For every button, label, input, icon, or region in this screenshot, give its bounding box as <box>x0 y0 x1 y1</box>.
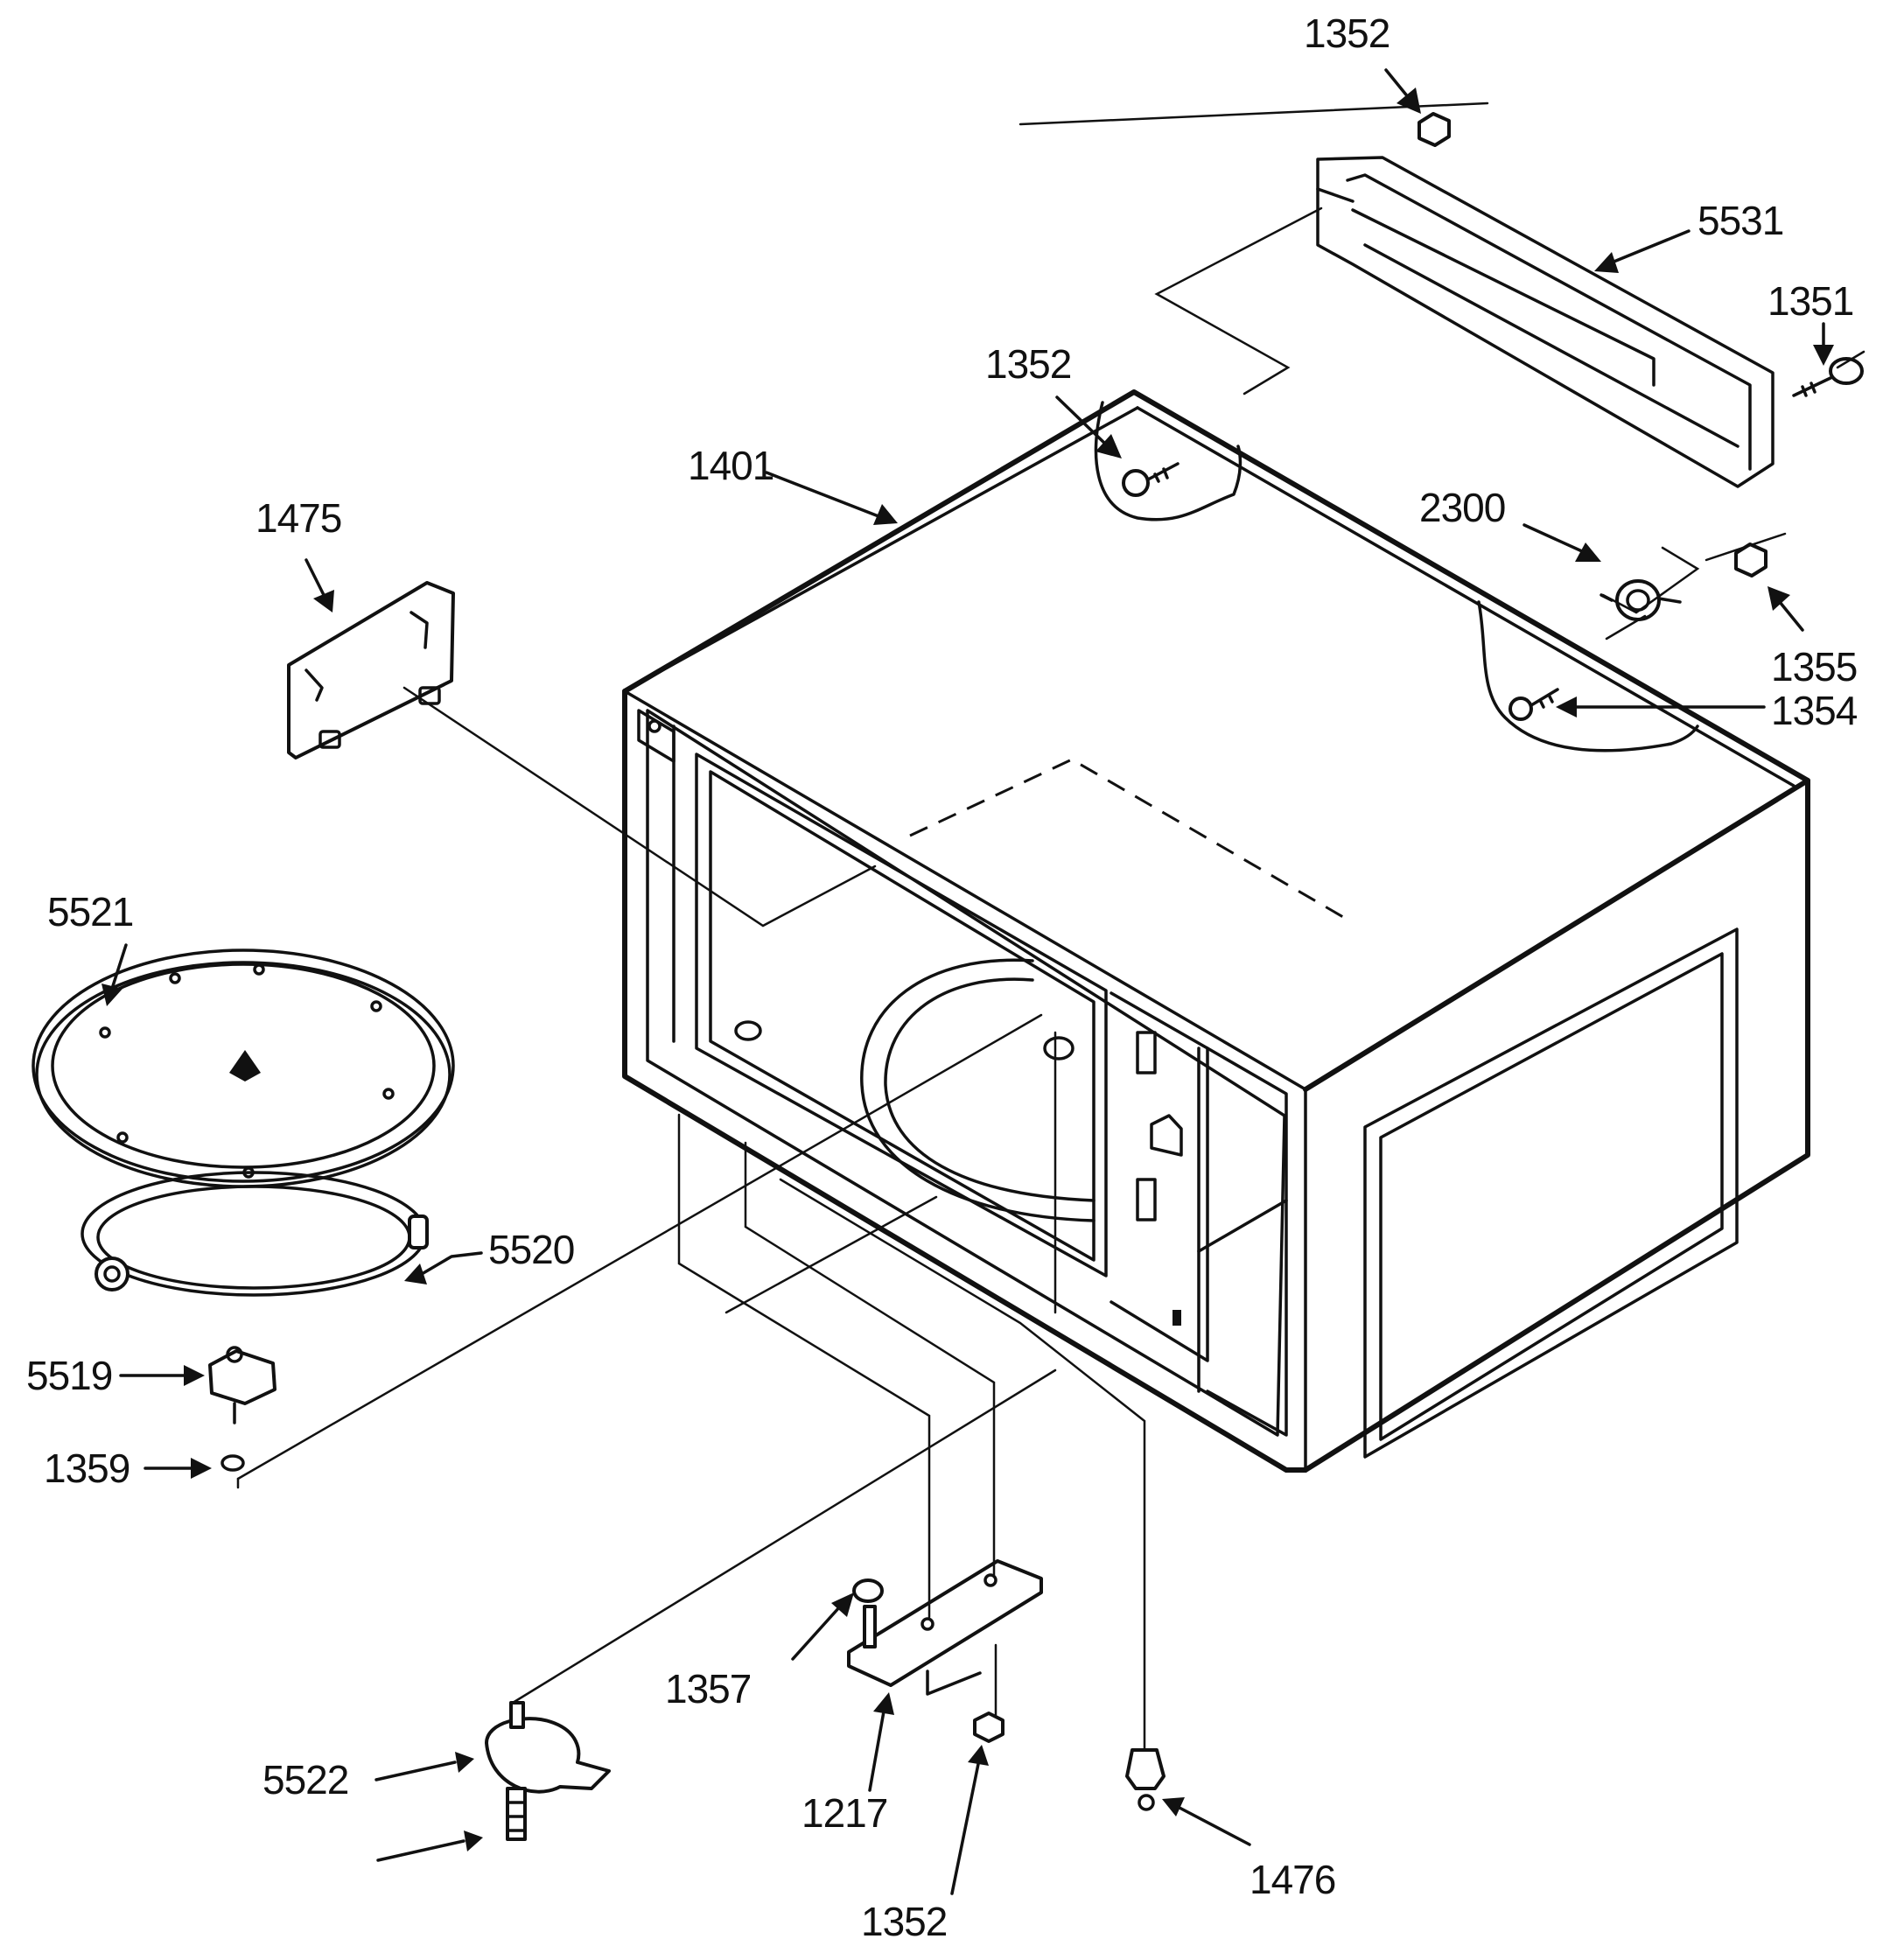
label-1351: 1351 <box>1768 278 1853 324</box>
label-1352-middle: 1352 <box>985 341 1071 387</box>
label-1354: 1354 <box>1771 688 1858 733</box>
foot-1476 <box>1125 1748 1166 1811</box>
screw-1354 <box>1508 688 1559 721</box>
coupler-5519 <box>208 1346 276 1424</box>
screw-1352-middle <box>1122 462 1180 497</box>
label-1401: 1401 <box>688 443 774 488</box>
label-5522: 5522 <box>262 1757 348 1802</box>
leader-arrows <box>102 68 1834 1895</box>
label-1352-top: 1352 <box>1304 10 1390 56</box>
part-labels: 1352 5531 1351 1352 1401 2300 1475 1355 … <box>26 10 1858 1944</box>
label-1217: 1217 <box>802 1790 887 1836</box>
motor-5522 <box>485 1701 611 1841</box>
washer-1359 <box>220 1454 245 1472</box>
label-1476: 1476 <box>1250 1857 1335 1902</box>
turntable-glass-5521 <box>32 948 455 1188</box>
label-1475: 1475 <box>256 495 341 541</box>
nut-1352-bottom <box>973 1712 1004 1743</box>
cabinet-1401 <box>622 389 1810 1473</box>
label-1359: 1359 <box>44 1446 130 1491</box>
vent-bracket-5531 <box>1316 156 1774 488</box>
label-5520: 5520 <box>488 1227 574 1272</box>
nut-1355 <box>1734 542 1768 578</box>
roller-ring-5520 <box>80 1171 429 1297</box>
label-2300: 2300 <box>1419 485 1505 530</box>
bracket-1217 <box>847 1559 1043 1696</box>
washer-1357 <box>852 1578 884 1603</box>
label-5519: 5519 <box>26 1353 112 1398</box>
label-1357: 1357 <box>665 1666 751 1712</box>
label-1352-bottom: 1352 <box>861 1899 947 1944</box>
label-5521: 5521 <box>47 889 133 934</box>
label-1355: 1355 <box>1771 644 1857 690</box>
nut-1352-top <box>1418 112 1451 147</box>
explode-lines <box>236 102 1866 1752</box>
panel-1475 <box>287 581 455 760</box>
screw-1351 <box>1792 357 1864 397</box>
label-5531: 5531 <box>1698 198 1783 243</box>
